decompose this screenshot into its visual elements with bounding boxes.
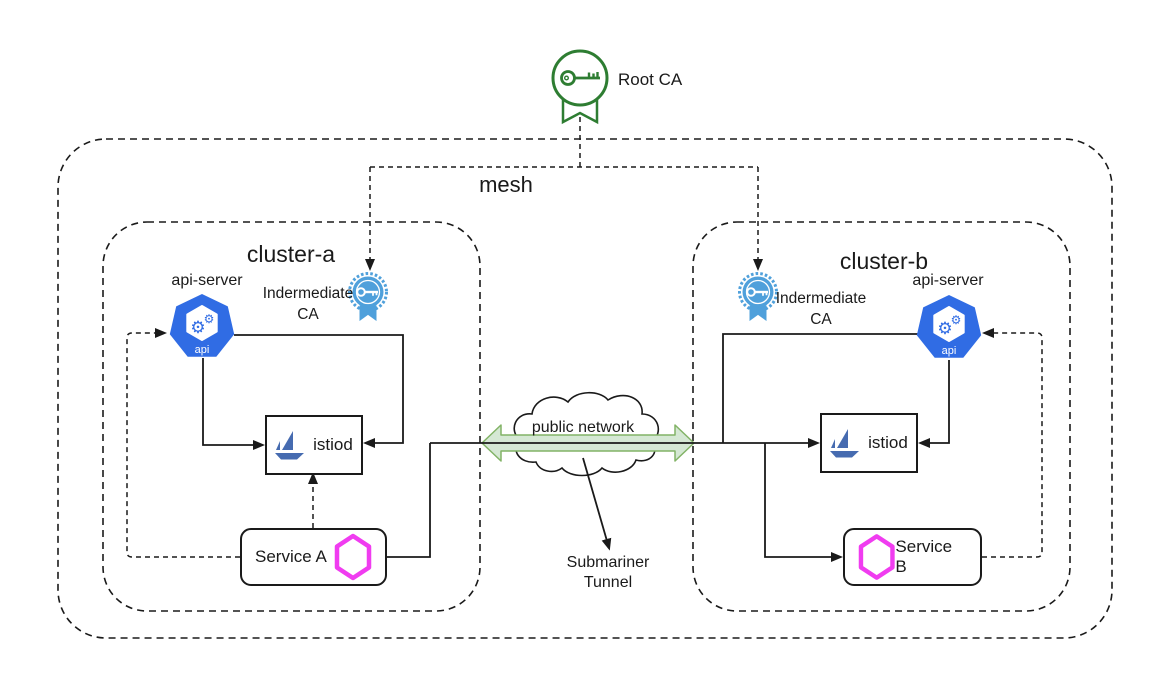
intermediate-ca-a-rosette	[348, 272, 388, 312]
api-server-a-label: api-server	[171, 272, 243, 289]
service-b-to-api-server-arrow	[982, 328, 1043, 558]
cluster-a-title: cluster-a	[246, 241, 336, 267]
service-b-label: Service B	[895, 537, 953, 576]
intermediate-ca-a-icon	[348, 272, 388, 323]
gear-icon: ⚙	[937, 319, 952, 339]
intermediate-ca-b-line2: CA	[810, 311, 832, 328]
gear-icon: ⚙	[951, 313, 962, 327]
intermediate-ca-b-label: Indermediate CA	[762, 288, 880, 330]
tunnel-to-service-b-arrow	[764, 443, 843, 562]
api-server-b-icon: ⚙ ⚙ api	[916, 295, 982, 358]
root-ca-label: Root CA	[618, 70, 683, 89]
mesh-label: mesh	[479, 172, 533, 197]
submariner-line1: Submariner	[566, 554, 650, 571]
intermediate-ca-a-line1: Indermediate	[262, 285, 354, 302]
cluster-b-title: cluster-b	[839, 248, 929, 274]
public-network-label: public network	[531, 419, 635, 436]
api-server-a-icon: ⚙ ⚙ api	[169, 294, 235, 357]
istiod-b-box: istiod	[820, 413, 918, 473]
service-hexagon-icon	[858, 534, 895, 580]
gear-icon: ⚙	[190, 318, 205, 338]
intermediate-ca-b-rosette	[738, 272, 778, 312]
service-a-box: Service A	[240, 528, 387, 586]
intermediate-ca-a-line2: CA	[297, 306, 319, 323]
cloud-to-submariner-label-arrow	[582, 457, 612, 551]
istio-logo-icon	[275, 431, 305, 460]
istio-logo-icon	[830, 429, 860, 458]
service-a-to-api-server-arrow	[126, 328, 240, 558]
api-server-a-to-istiod-left-arrow	[202, 358, 265, 450]
cluster-b-boundary	[692, 221, 1071, 612]
api-server-b-label: api-server	[912, 272, 984, 289]
service-b-box: Service B	[843, 528, 982, 586]
service-a-label: Service A	[255, 547, 327, 566]
gear-icon: ⚙	[204, 312, 215, 326]
api-hexagon-plate	[933, 306, 965, 342]
intermediate-ca-b-icon	[738, 272, 778, 323]
cluster-a-boundary	[102, 221, 481, 612]
api-server-b-left-line	[722, 333, 920, 443]
api-server-b-to-istiod-right-arrow	[918, 360, 950, 448]
intermediate-ca-a-label: Indermediate CA	[249, 283, 367, 325]
intermediate-ca-a-key-icon	[356, 287, 378, 297]
root-ca-trust-connectors	[365, 117, 763, 271]
submariner-line2: Tunnel	[583, 574, 633, 591]
api-server-a-to-istiod-right-arrow	[234, 334, 404, 448]
istiod-a-box: istiod	[265, 415, 363, 475]
public-network-cloud	[513, 391, 660, 477]
root-ca-key-icon	[560, 70, 600, 86]
dashed-service-connectors	[126, 328, 1043, 558]
intermediate-ca-b-key-icon	[746, 287, 768, 297]
istiod-b-label: istiod	[868, 433, 908, 452]
istiod-a-label: istiod	[313, 435, 353, 454]
root-ca-icon	[551, 49, 609, 125]
intermediate-ca-b-line1: Indermediate	[775, 290, 867, 307]
solid-connectors-b	[430, 333, 950, 562]
api-icon-text: api	[942, 345, 957, 357]
api-hexagon-plate	[186, 305, 218, 341]
solid-connectors-a	[202, 334, 431, 558]
service-a-to-tunnel-line	[377, 443, 431, 558]
service-hexagon-icon	[334, 533, 372, 581]
submariner-tunnel-label: Submariner Tunnel	[538, 553, 678, 593]
api-icon-text: api	[195, 344, 210, 356]
